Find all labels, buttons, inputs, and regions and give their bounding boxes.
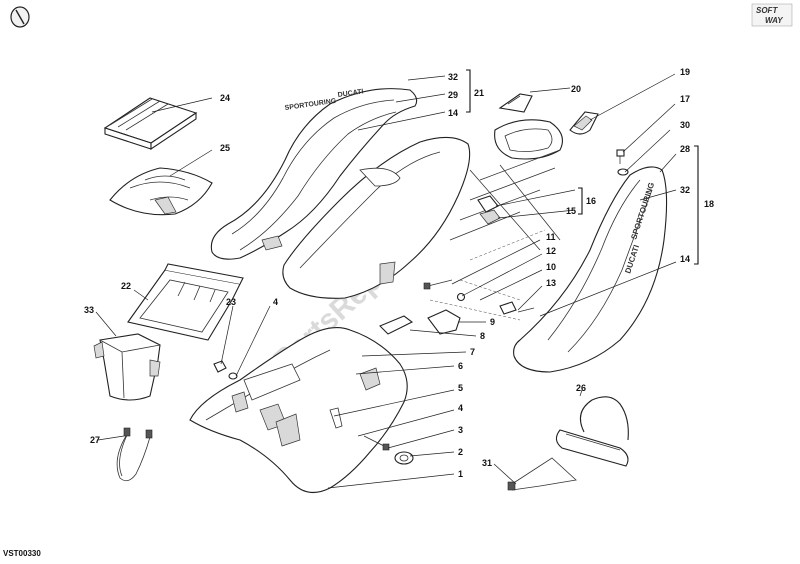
part-bolt-3 — [363, 435, 390, 451]
part-main-seat — [282, 136, 471, 299]
part-subframe — [429, 119, 563, 321]
callout-9: 9 — [490, 317, 495, 327]
part-bolt-17 — [616, 149, 625, 164]
callout-15: 15 — [566, 206, 576, 216]
callout-13: 13 — [546, 278, 556, 288]
part-bracket-9 — [379, 309, 461, 335]
callout-labels: 24 25 22 33 27 23 4 32 29 14 21 20 19 17… — [84, 67, 714, 479]
part-seat-left: SPORTOURING DUCATI — [210, 88, 418, 260]
callout-30: 30 — [680, 120, 690, 130]
callout-33: 33 — [84, 305, 94, 315]
callout-2: 2 — [458, 447, 463, 457]
logo-bottom-text: WAY — [765, 16, 783, 25]
callout-7: 7 — [470, 347, 475, 357]
part-tray — [127, 263, 244, 341]
callout-6: 6 — [458, 361, 463, 371]
callout-3: 3 — [458, 425, 463, 435]
callout-29: 29 — [448, 90, 458, 100]
group-brackets — [466, 69, 699, 265]
callout-16: 16 — [586, 196, 596, 206]
callout-8: 8 — [480, 331, 485, 341]
part-clip-20 — [498, 93, 533, 113]
callout-22: 22 — [121, 281, 131, 291]
callout-25: 25 — [220, 143, 230, 153]
callout-14-top: 14 — [448, 108, 458, 118]
part-pad — [103, 97, 198, 151]
part-cable — [116, 427, 153, 482]
callout-32-top: 32 — [448, 72, 458, 82]
callout-20: 20 — [571, 84, 581, 94]
part-storage-bin — [93, 333, 161, 401]
callout-10: 10 — [546, 262, 556, 272]
callout-5: 5 — [458, 383, 463, 393]
part-bolt-11 — [423, 279, 453, 290]
part-bushing-13 — [499, 301, 535, 315]
callout-4-top: 4 — [273, 297, 278, 307]
corner-emblem — [10, 6, 30, 28]
seat-left-ducati: DUCATI — [337, 88, 364, 99]
part-washer — [213, 360, 238, 380]
callout-1: 1 — [458, 469, 463, 479]
diagram-code: VST00330 — [3, 549, 41, 558]
logo-top-text: SOFT — [756, 6, 778, 15]
part-clip-19 — [569, 111, 599, 135]
callout-24: 24 — [220, 93, 230, 103]
callout-28: 28 — [680, 144, 690, 154]
callout-31: 31 — [482, 458, 492, 468]
callout-26: 26 — [576, 383, 586, 393]
leader-lines — [95, 73, 677, 489]
softway-logo: SOFT WAY — [751, 3, 793, 27]
part-nut-12 — [456, 292, 466, 302]
callout-17: 17 — [680, 94, 690, 104]
part-u-lock — [555, 396, 629, 467]
callout-32-right: 32 — [680, 185, 690, 195]
part-seat-right: DUCATI SPORTOURING — [513, 166, 668, 373]
callout-12: 12 — [546, 246, 556, 256]
part-grommet-2 — [394, 451, 414, 465]
callout-18: 18 — [704, 199, 714, 209]
part-tail-body — [189, 327, 408, 494]
part-bracket-15 — [477, 195, 501, 225]
callout-23: 23 — [226, 297, 236, 307]
part-seat-cover — [109, 167, 213, 216]
callout-21: 21 — [474, 88, 484, 98]
part-strap — [507, 457, 577, 491]
callout-19: 19 — [680, 67, 690, 77]
callout-27: 27 — [90, 435, 100, 445]
callout-14-right: 14 — [680, 254, 690, 264]
callout-11: 11 — [546, 232, 556, 242]
callout-4-bottom: 4 — [458, 403, 463, 413]
part-washer-30 — [617, 168, 629, 176]
